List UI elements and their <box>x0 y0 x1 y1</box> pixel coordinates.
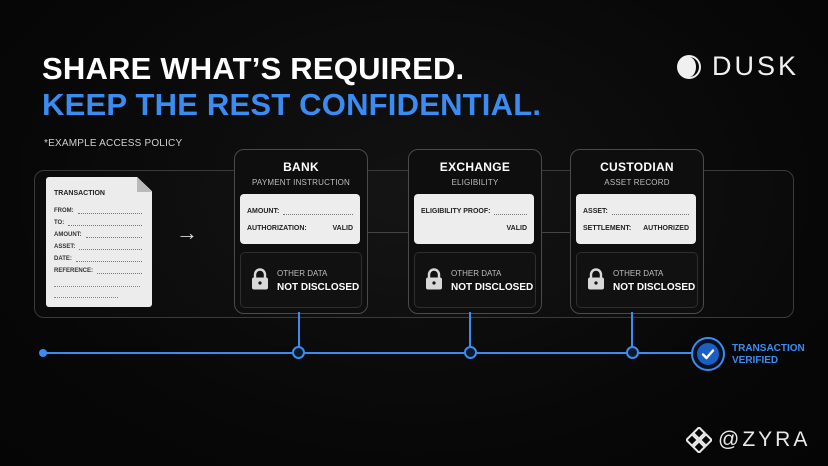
watermark-text: @ZYRA <box>718 428 811 451</box>
disclosed-field: AMOUNT: <box>247 208 353 215</box>
document-field: AMOUNT: <box>54 232 142 238</box>
card-subtitle: PAYMENT INSTRUCTION <box>251 178 351 187</box>
document-title: TRANSACTION <box>54 190 105 197</box>
document-field: ASSET: <box>54 244 142 250</box>
card-title: EXCHANGE <box>439 160 511 174</box>
card-connector <box>366 232 408 233</box>
card-subtitle: ASSET RECORD <box>604 178 670 187</box>
dusk-logo-icon <box>677 54 701 79</box>
card-connector <box>540 232 570 233</box>
brand-logo: DUSK <box>676 51 799 82</box>
disclosed-fields: AMOUNT: AUTHORIZATION:VALID <box>240 194 360 244</box>
transaction-document <box>46 177 152 307</box>
disclosed-fields: ASSET: SETTLEMENT:AUTHORIZED <box>576 194 696 244</box>
verified-label: TRANSACTION VERIFIED <box>732 343 805 366</box>
timeline-node <box>292 346 305 359</box>
lock-icon <box>252 268 268 290</box>
hidden-data-box: OTHER DATA NOT DISCLOSED <box>240 252 362 308</box>
card-subtitle: ELIGIBILITY <box>451 178 499 187</box>
card-bank: BANK PAYMENT INSTRUCTION AMOUNT: AUTHORI… <box>234 149 368 314</box>
headline-line-2: KEEP THE REST CONFIDENTIAL. <box>42 87 542 122</box>
timeline-connector <box>631 312 633 352</box>
hidden-data-box: OTHER DATA NOT DISCLOSED <box>414 252 536 308</box>
disclosed-field: VALID <box>506 225 527 232</box>
card-title: BANK <box>283 160 319 174</box>
document-field: TO: <box>54 220 142 226</box>
policy-note: *EXAMPLE ACCESS POLICY <box>44 138 183 149</box>
lock-icon <box>588 268 604 290</box>
not-disclosed-label: NOT DISCLOSED <box>613 282 696 293</box>
disclosed-field: AUTHORIZATION:VALID <box>247 225 353 232</box>
document-blank-line <box>54 297 118 298</box>
document-blank-line <box>54 286 140 287</box>
card-exchange: EXCHANGE ELIGIBILITY ELIGIBILITY PROOF: … <box>408 149 542 314</box>
disclosed-field: SETTLEMENT:AUTHORIZED <box>583 225 689 232</box>
verified-badge <box>691 337 725 371</box>
card-custodian: CUSTODIAN ASSET RECORD ASSET: SETTLEMENT… <box>570 149 704 314</box>
document-field: DATE: <box>54 256 142 262</box>
other-data-label: OTHER DATA <box>277 269 328 278</box>
brand-name: DUSK <box>712 51 800 81</box>
arrow-right-icon: → <box>176 220 198 245</box>
binance-diamond-icon <box>686 427 712 453</box>
lock-icon <box>426 268 442 290</box>
timeline-node <box>626 346 639 359</box>
timeline-connector <box>298 312 300 352</box>
other-data-label: OTHER DATA <box>613 269 664 278</box>
other-data-label: OTHER DATA <box>451 269 502 278</box>
timeline-start-dot <box>39 349 47 357</box>
disclosed-field: ASSET: <box>583 208 689 215</box>
document-field: REFERENCE: <box>54 268 142 274</box>
timeline-connector <box>469 312 471 352</box>
disclosed-fields: ELIGIBILITY PROOF: VALID <box>414 194 534 244</box>
watermark: @ZYRA <box>686 427 810 453</box>
document-field: FROM: <box>54 208 142 214</box>
headline-line-1: SHARE WHAT’S REQUIRED. <box>42 51 465 86</box>
timeline-node <box>464 346 477 359</box>
card-title: CUSTODIAN <box>600 160 674 174</box>
disclosed-field: ELIGIBILITY PROOF: <box>421 208 527 215</box>
not-disclosed-label: NOT DISCLOSED <box>451 282 534 293</box>
not-disclosed-label: NOT DISCLOSED <box>277 282 360 293</box>
hidden-data-box: OTHER DATA NOT DISCLOSED <box>576 252 698 308</box>
checkmark-icon <box>697 343 719 365</box>
verification-timeline <box>42 352 694 354</box>
